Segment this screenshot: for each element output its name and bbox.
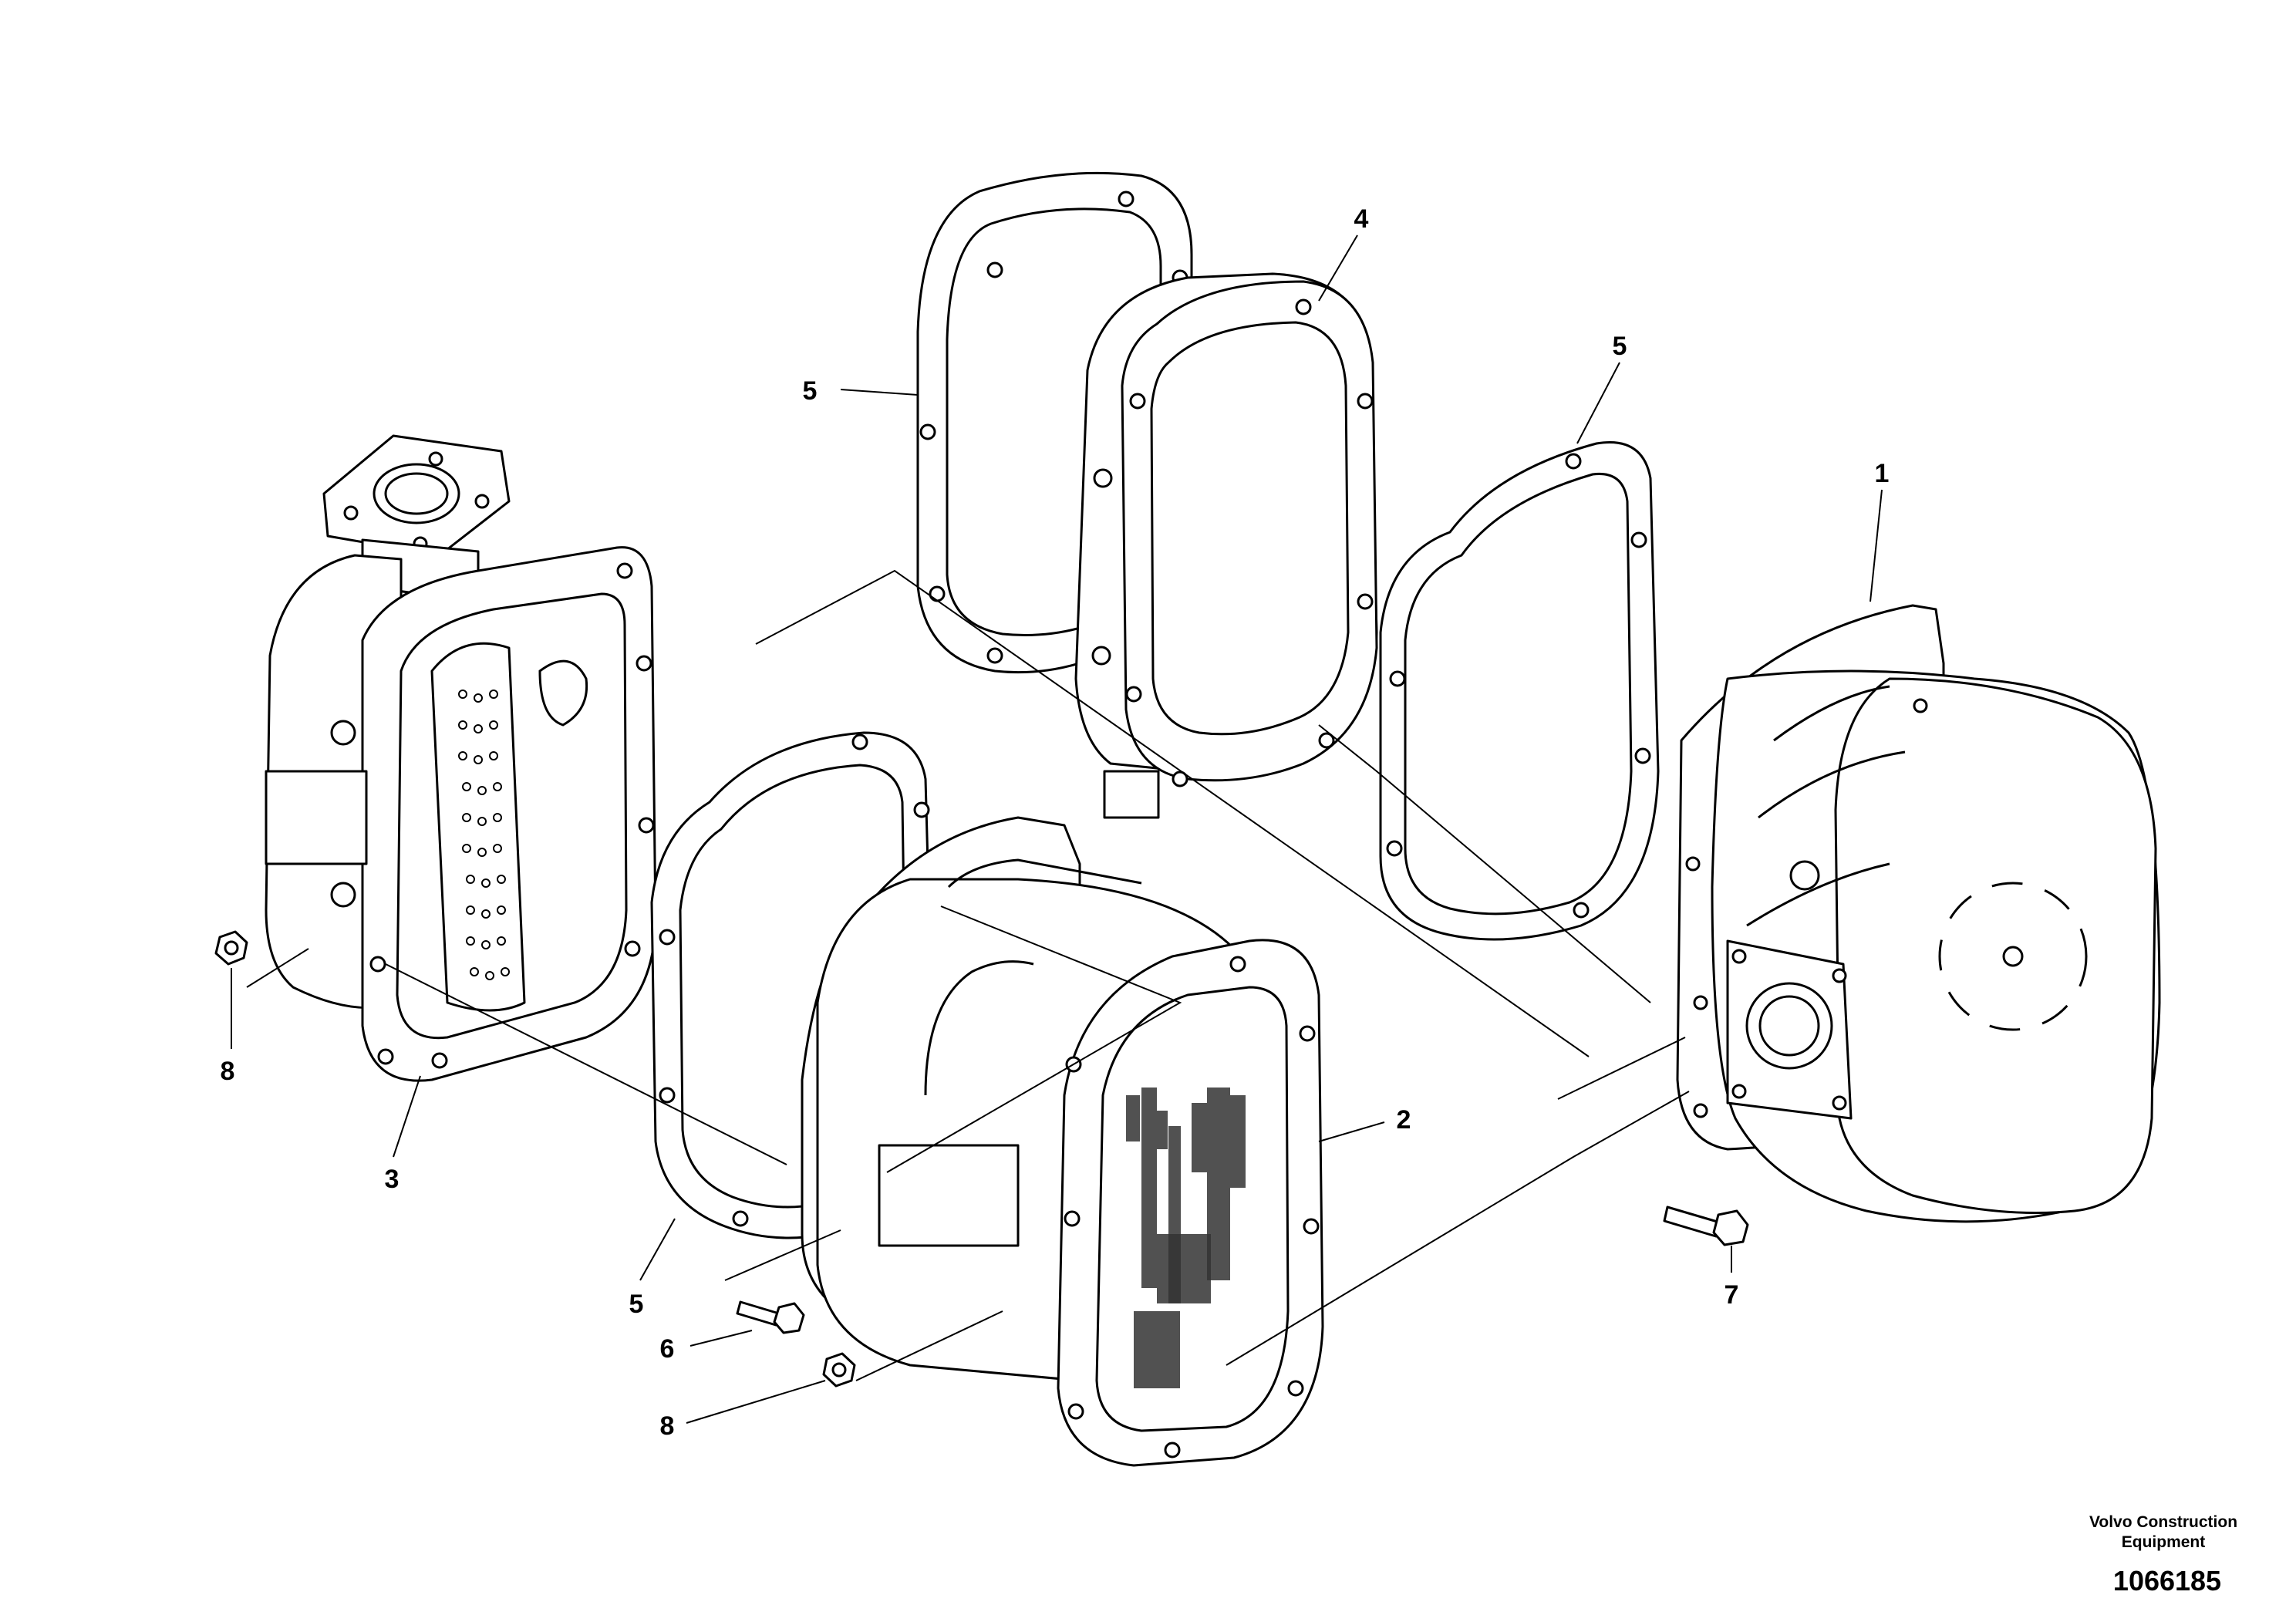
muffler-end (1676, 604, 2161, 1223)
callout-muffler-end: 1 (1875, 459, 1890, 488)
callout-catalyst-body: 2 (1397, 1105, 1411, 1135)
callout-labels: 5 4 5 1 3 2 5 8 6 8 7 (221, 204, 1890, 1441)
callout-screw-bottom: 6 (660, 1334, 675, 1364)
perforations (458, 690, 510, 980)
callout-nut-left: 8 (221, 1057, 235, 1086)
screw-bottom (736, 1300, 805, 1334)
gasket-top-right (1379, 441, 1660, 941)
callout-leaders (231, 234, 1883, 1424)
brand-line-1: Volvo Construction (2089, 1513, 2237, 1531)
inlet-housing (265, 434, 657, 1082)
bolt-right (1663, 1206, 1749, 1246)
callout-inlet-housing: 3 (385, 1165, 400, 1194)
nut-bottom (822, 1352, 856, 1388)
callout-gasket-bottom-left: 5 (629, 1290, 644, 1319)
footer: Volvo Construction Equipment 1066185 (2089, 1513, 2237, 1597)
catalyst-body (801, 816, 1324, 1467)
brand-line-2: Equipment (2122, 1533, 2206, 1551)
callout-ring-top: 4 (1354, 204, 1369, 234)
callout-gasket-top-right: 5 (1613, 332, 1627, 361)
flange-ring (1074, 272, 1378, 819)
assembly-lines (246, 569, 1690, 1381)
callout-nut-bottom: 8 (660, 1411, 675, 1441)
callout-bolt-right: 7 (1725, 1280, 1739, 1310)
callout-gasket-top-left: 5 (803, 376, 818, 406)
nut-left (214, 930, 248, 966)
mesh-pattern (1126, 1088, 1246, 1388)
part-number: 1066185 (2113, 1565, 2221, 1597)
